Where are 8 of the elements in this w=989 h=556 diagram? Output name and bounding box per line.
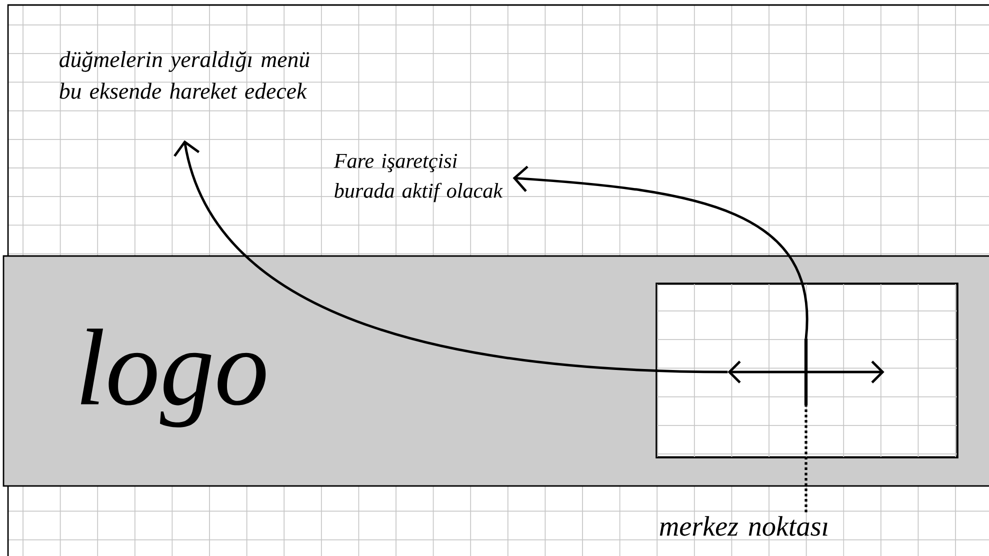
move-cursor-drawing — [728, 338, 884, 406]
curved-arrow — [512, 166, 808, 339]
note-text: düğmelerin yeraldığı menü bu eksende hareket edecek — [60, 51, 310, 99]
leader-line — [804, 405, 808, 512]
note-text: Fare işaretçisi burada aktif olacak — [334, 154, 503, 202]
view-window — [656, 282, 958, 458]
curved-arrow — [174, 140, 728, 374]
note-text: merkez noktası — [660, 516, 828, 536]
